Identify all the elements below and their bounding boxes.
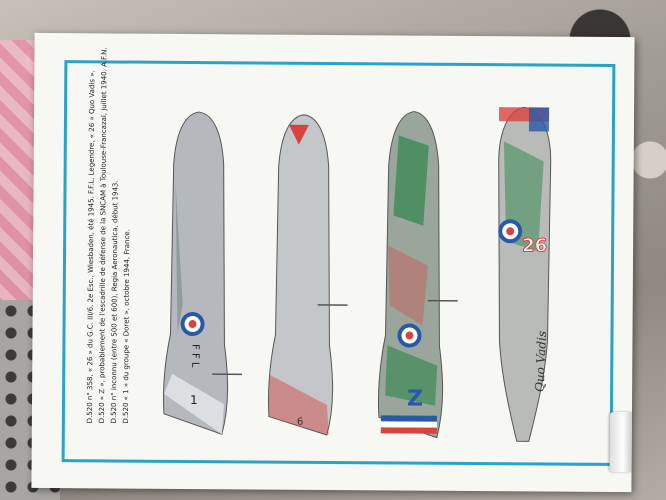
plane-illustration-2: 6 [268, 114, 348, 436]
plane-1-code: F F L [189, 344, 200, 368]
plane-illustration-3: Z [378, 111, 458, 439]
plane-illustration-4: 26 [498, 106, 552, 442]
plane-4-marking: 26 [522, 235, 547, 256]
cover-clip [609, 411, 632, 473]
plane-1-marking: 1 [190, 393, 198, 407]
book-back-cover: D.520 n° 358, « 26 » du G.C. III/6, 2e E… [31, 32, 635, 493]
caption-4: D.520 « 1 » du groupe « Doret », octobre… [121, 229, 132, 424]
plane-illustration-1: 1 F F L [163, 111, 243, 435]
plane-2-marking: 6 [297, 417, 303, 428]
caption-block: D.520 n° 358, « 26 » du G.C. III/6, 2e E… [84, 47, 146, 424]
quo-vadis-signature: Quo Vadis [532, 330, 550, 393]
plane-3-marking: Z [407, 387, 423, 412]
